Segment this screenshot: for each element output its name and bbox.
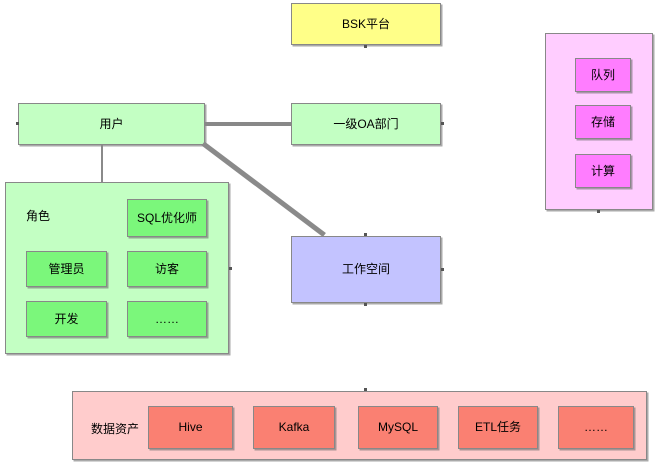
asset-item-mysql[interactable]: MySQL	[358, 406, 438, 449]
role-item-more[interactable]: ……	[127, 301, 207, 337]
resource-item-storage-label: 存储	[590, 114, 615, 129]
group-resources[interactable]: 队列 存储 计算	[545, 33, 653, 210]
role-item-guest-label: 访客	[154, 261, 179, 276]
node-user-label: 用户	[99, 116, 124, 131]
node-user[interactable]: 用户	[18, 103, 205, 145]
stub-role-group-right	[229, 267, 232, 270]
resource-item-compute-label: 计算	[590, 163, 615, 178]
role-item-admin[interactable]: 管理员	[26, 251, 107, 287]
asset-item-etl-task[interactable]: ETL任务	[458, 406, 538, 449]
stub-bsk-bottom	[364, 45, 367, 48]
node-oa-department-label: 一级OA部门	[333, 116, 399, 131]
stub-user-left	[16, 122, 19, 125]
role-item-sql-optimizer-label: SQL优化师	[136, 210, 197, 225]
stub-oa-department-right	[441, 122, 444, 125]
role-item-developer-label: 开发	[54, 311, 79, 326]
node-workspace[interactable]: 工作空间	[291, 236, 441, 303]
asset-item-more-label: ……	[584, 420, 608, 435]
role-item-sql-optimizer[interactable]: SQL优化师	[127, 199, 207, 237]
resource-item-storage[interactable]: 存储	[575, 105, 631, 139]
resource-item-compute[interactable]: 计算	[575, 154, 631, 188]
group-data-assets-label: 数据资产	[91, 422, 140, 436]
node-bsk-platform-label: BSK平台	[341, 16, 390, 31]
asset-item-hive[interactable]: Hive	[148, 406, 233, 449]
stub-workspace-bottom	[364, 303, 367, 306]
asset-item-kafka-label: Kafka	[278, 420, 310, 435]
edge-user-to-role-group	[101, 145, 103, 183]
stub-workspace-top	[364, 233, 367, 236]
node-bsk-platform[interactable]: BSK平台	[291, 3, 441, 45]
group-roles-label: 角色	[26, 209, 51, 223]
asset-item-kafka[interactable]: Kafka	[253, 406, 335, 449]
group-roles[interactable]: 角色 SQL优化师 管理员 访客 开发 ……	[5, 182, 229, 354]
asset-item-mysql-label: MySQL	[377, 420, 418, 435]
role-item-admin-label: 管理员	[48, 261, 85, 276]
stub-workspace-right	[441, 268, 444, 271]
node-oa-department[interactable]: 一级OA部门	[291, 103, 441, 145]
role-item-guest[interactable]: 访客	[127, 251, 207, 287]
role-item-more-label: ……	[155, 311, 179, 326]
asset-item-hive-label: Hive	[178, 420, 203, 435]
asset-item-more[interactable]: ……	[558, 406, 634, 449]
resource-item-queue[interactable]: 队列	[575, 58, 631, 92]
node-workspace-label: 工作空间	[341, 262, 390, 277]
stub-resource-group-bottom	[597, 210, 600, 213]
asset-item-etl-task-label: ETL任务	[474, 420, 521, 435]
stub-asset-group-top	[364, 388, 367, 391]
group-data-assets[interactable]: 数据资产 Hive Kafka MySQL ETL任务 ……	[72, 391, 647, 460]
role-item-developer[interactable]: 开发	[26, 301, 107, 337]
resource-item-queue-label: 队列	[590, 67, 615, 82]
edge-user-to-oa-department	[205, 122, 292, 126]
